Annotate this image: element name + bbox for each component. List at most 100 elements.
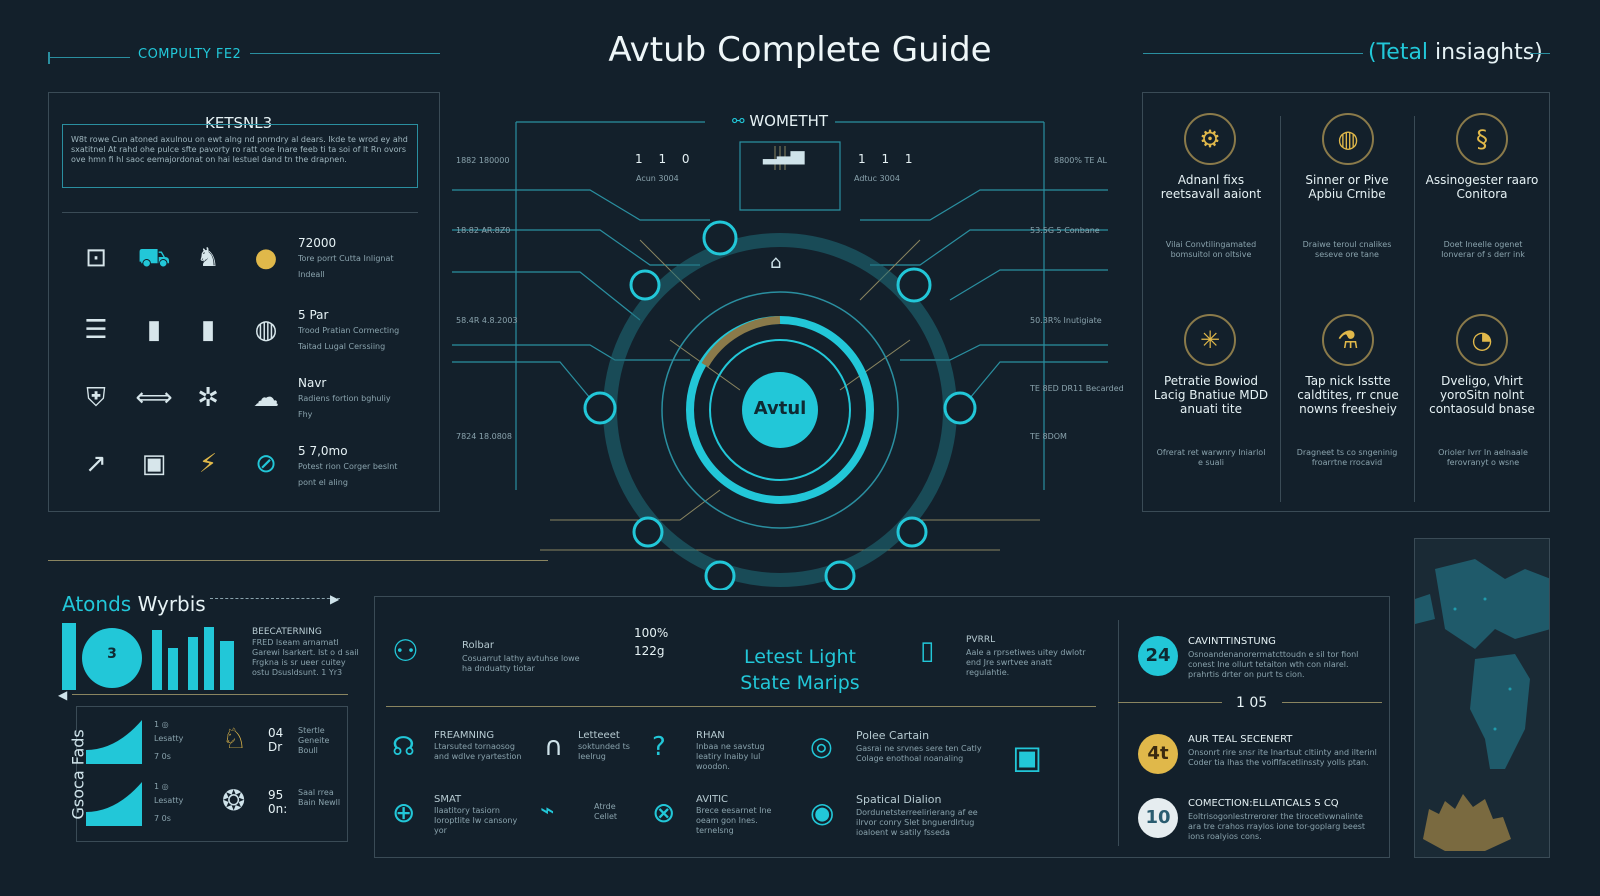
stat-value: 72000 bbox=[298, 236, 337, 250]
top-left-body: Cosuarrut lathy avtuhse lowe ha dnduatty… bbox=[462, 654, 580, 673]
header-right-label-b: insiaghts) bbox=[1435, 40, 1543, 65]
right-col-title-2: Dveligo, Vhirt yoroSitn nolnt contaosuld… bbox=[1429, 374, 1535, 416]
left-intro-text: W8t rowe Cun atoned axulnou on ewt alng … bbox=[71, 135, 408, 164]
right-col-title: Adnanl fixs reetsavall aaiont bbox=[1160, 173, 1262, 201]
stat-desc: Radiens fortion bghuliy bbox=[298, 394, 391, 403]
shield-icon: ⛨ bbox=[86, 383, 106, 413]
bottom-center-panel bbox=[374, 596, 1390, 858]
right-col-title: Sinner or Pive Apbiu Crnibe bbox=[1305, 173, 1389, 201]
grid-item[interactable]: ⊕ SMAT Ilaatitory tasiorn Ioroptlite Iw … bbox=[392, 794, 542, 846]
grid-item[interactable]: ? RHAN Inbaa ne savstug leatiry Inaiby l… bbox=[652, 730, 802, 782]
horse-icon: ♘ bbox=[222, 722, 248, 755]
bottom-left-title-a: Atonds bbox=[62, 592, 132, 616]
compass-icon: ⊗ bbox=[652, 796, 676, 829]
left-intro-box: W8t rowe Cun atoned axulnou on ewt alng … bbox=[62, 124, 418, 188]
stat-sub: Indeall bbox=[298, 270, 325, 279]
right-item-title: AUR TEAL SECENERT bbox=[1188, 734, 1293, 745]
gear-icon: ⚙ bbox=[1184, 113, 1236, 165]
section-value: 1 05 bbox=[1236, 695, 1268, 711]
bar-caption: BEECATERNING FRED Iseam arnamatl Garewi … bbox=[252, 626, 364, 678]
right-item-body: Eoltrisogonlestrrerorer the tirocetivwna… bbox=[1188, 812, 1366, 841]
headset-icon: ☊ bbox=[392, 732, 416, 762]
bar-chart-icon: ▮ bbox=[146, 315, 162, 345]
people-icon: ⚇ bbox=[392, 634, 419, 669]
circuit-left-label: 1882 180000 bbox=[456, 156, 510, 165]
center-title-a: Letest Light bbox=[744, 646, 856, 668]
right-col-body: Vilai Convtilingamated bomsuitol on olts… bbox=[1165, 240, 1257, 259]
badge-24: 24 bbox=[1138, 636, 1178, 676]
bottom-left-title: Atonds Wyrbis bbox=[62, 592, 206, 616]
bar-5 bbox=[204, 627, 214, 690]
grid-item-title: Polee Cartain bbox=[856, 729, 930, 742]
growth-curve-2 bbox=[86, 782, 142, 826]
row-stat: 04 Dr bbox=[268, 726, 284, 754]
bar-1 bbox=[62, 623, 76, 690]
circuit-top-label-text: WOMETHT bbox=[749, 112, 829, 130]
circuit-right-label: 53.5G 5 Conbane bbox=[1030, 226, 1100, 235]
bar-cluster: 3 bbox=[62, 620, 242, 690]
header-left-label: COMPULTY FE2 bbox=[138, 47, 242, 62]
stat-block-4: 5 7,0mo Potest rion Corger beslnt pont e… bbox=[298, 444, 428, 488]
grid-item-title: RHAN bbox=[696, 730, 725, 741]
circuit-left-label: 7824 18.0808 bbox=[456, 432, 512, 441]
center-logo: Avtul bbox=[753, 398, 807, 419]
row-stat-sub: Saal rrea Bain Newll bbox=[298, 788, 341, 807]
top-right-title: PVRRL bbox=[966, 635, 996, 645]
bar-2 bbox=[152, 630, 162, 690]
question-icon: ? bbox=[652, 732, 666, 762]
grid-item-body: Ilaatitory tasiorn Ioroptlite Iw cansony… bbox=[434, 806, 518, 835]
grid-item[interactable]: ∩ Letteeet soktunded ts Ieelrug bbox=[544, 730, 654, 782]
grid-item-body: Brece eesarnet Ine oeam gon Ines. ternel… bbox=[696, 806, 772, 835]
bar-6 bbox=[220, 641, 234, 690]
chart-ring-icon: ◔ bbox=[1456, 314, 1508, 366]
grid-item[interactable]: ◉ Spatical Dialion Dordunetsterreelirier… bbox=[810, 794, 1000, 846]
grid-item[interactable]: ☊ FREAMNING Ltarsuted tornaosog and wdlv… bbox=[392, 730, 542, 782]
right-panel bbox=[1142, 92, 1550, 512]
globe-dots-icon: ❂ bbox=[222, 784, 246, 817]
grid-item-title: FREAMNING bbox=[434, 730, 495, 741]
stat-value: 5 Par bbox=[298, 308, 329, 322]
stat-desc: Potest rion Corger beslnt bbox=[298, 462, 398, 471]
right-col-body-2: Dragneet ts co sngeninig froarrtne rroca… bbox=[1296, 448, 1398, 467]
circuit-right-label: 8800% TE AL bbox=[1054, 156, 1107, 165]
circuit-top-label: ⚯ WOMETHT bbox=[700, 112, 860, 130]
circuit-left-label: 18.82 AR.8Z0 bbox=[456, 226, 511, 235]
arrow-right-icon bbox=[210, 598, 340, 599]
left-panel-title: KETSNL3 bbox=[205, 114, 273, 132]
bottom-left-title-b: Wyrbis bbox=[137, 592, 206, 616]
world-map[interactable] bbox=[1414, 538, 1550, 858]
monitor-icon[interactable]: ▣ bbox=[1012, 738, 1043, 776]
right-col-body-2: Orioler Ivrr In aelnaale ferovranyt o ws… bbox=[1438, 448, 1528, 467]
row-top: 1 ◎ bbox=[154, 782, 169, 791]
header-right-label: (Tetal insiaghts) bbox=[1368, 40, 1543, 65]
gear-icon: ✲ bbox=[197, 383, 219, 413]
circuit-diagram bbox=[452, 121, 1108, 592]
bar-caption-title: BEECATERNING bbox=[252, 627, 322, 637]
weight-value: 122g bbox=[634, 644, 665, 658]
pie-badge-value: 3 bbox=[107, 646, 117, 662]
grid-item[interactable]: ⌁ Atrde Cellet bbox=[540, 794, 650, 846]
stat-value: Navr bbox=[298, 376, 327, 390]
helmet-icon: ◍ bbox=[1322, 113, 1374, 165]
arrow-head-icon: ▶ bbox=[330, 592, 340, 606]
grid-item-body: Ltarsuted tornaosog and wdlve ryartestio… bbox=[434, 742, 522, 761]
row-mid: Lesatty bbox=[154, 734, 184, 743]
antenna-icon: ⚡ bbox=[198, 449, 218, 479]
mid-right-nums: 1 1 1 bbox=[858, 152, 919, 166]
center-title: Letest Light State Marips bbox=[700, 644, 900, 696]
mid-right-sub: Adtuc 3004 bbox=[854, 174, 900, 183]
row-bot: 7 0s bbox=[154, 814, 171, 823]
page-title: Avtub Complete Guide bbox=[608, 30, 992, 70]
door-icon: ∩ bbox=[544, 732, 564, 762]
growth-curve-1 bbox=[86, 720, 142, 764]
document-icon: ☰ bbox=[84, 315, 108, 345]
stat-block-2: 5 Par Trood Pratian Cormecting Taitad Lu… bbox=[298, 308, 428, 352]
stat-sub: pont el aling bbox=[298, 478, 348, 487]
left-panel bbox=[48, 92, 440, 512]
grid-item[interactable]: ◎ Polee Cartain Gasrai ne srvnes sere te… bbox=[810, 730, 990, 782]
circuit-right-label: TE 8DOM bbox=[1030, 432, 1067, 441]
network-icon: ✳ bbox=[1184, 314, 1236, 366]
stat-block-3: Navr Radiens fortion bghuliy Fhy bbox=[298, 376, 428, 420]
grid-item[interactable]: ⊗ AVITIC Brece eesarnet Ine oeam gon Ine… bbox=[652, 794, 802, 846]
right-col-title-2: Petratie Bowiod Lacig Bnatiue MDD anuati… bbox=[1153, 374, 1269, 416]
